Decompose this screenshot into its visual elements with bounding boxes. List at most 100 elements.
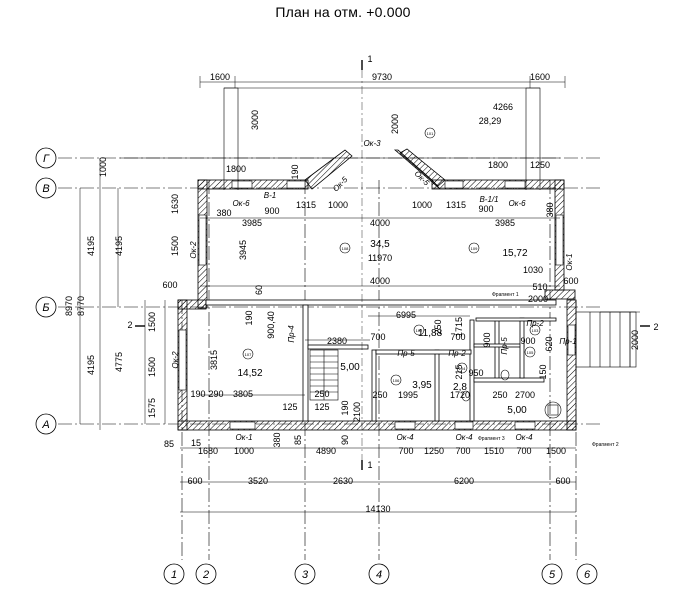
window-ok1-right: Ок-1 bbox=[565, 253, 574, 270]
section-1-top: 1 bbox=[367, 54, 372, 64]
window-ok4-c: Ок-4 bbox=[515, 433, 533, 442]
axis-label-4: 4 bbox=[376, 569, 382, 581]
window-ok2-a: Ок-2 bbox=[189, 241, 198, 259]
dim-700-b: 700 bbox=[450, 332, 465, 342]
dim-600-b: 600 bbox=[555, 476, 570, 486]
dim-3805: 3805 bbox=[233, 389, 253, 399]
axis-marker-1 bbox=[163, 563, 185, 585]
dim-1680: 1680 bbox=[198, 446, 218, 456]
dim-620: 620 bbox=[544, 336, 554, 351]
dim-4195-a: 4195 bbox=[86, 236, 96, 256]
dim-1715: 1715 bbox=[454, 317, 464, 337]
dim-1250-b: 1250 bbox=[424, 446, 444, 456]
dim-700-c: 700 bbox=[398, 446, 413, 456]
dim-4775: 4775 bbox=[114, 352, 124, 372]
dim-4266: 4266 bbox=[493, 102, 513, 112]
staircase bbox=[309, 349, 339, 401]
dim-90: 90 bbox=[340, 435, 350, 445]
dim-28-29: 28,29 bbox=[479, 116, 502, 126]
interior-walls bbox=[205, 299, 557, 422]
door-pr1: Пр-1 bbox=[559, 337, 576, 346]
axis-marker-b bbox=[35, 296, 57, 318]
dim-190-bottom: 190 bbox=[340, 400, 350, 415]
dim-3985-left: 3985 bbox=[242, 218, 262, 228]
dim-700-d: 700 bbox=[455, 446, 470, 456]
dim-9730: 9730 bbox=[372, 72, 392, 82]
dim-900-right: 900 bbox=[478, 204, 493, 214]
dim-2700: 2700 bbox=[515, 390, 535, 400]
dim-250-b: 250 bbox=[314, 389, 329, 399]
door-pr5-a: Пр-5 bbox=[397, 349, 415, 358]
room-area-5-00-b: 5,00 bbox=[507, 405, 527, 416]
room-area-5-00-a: 5,00 bbox=[340, 362, 360, 373]
axis-marker-v bbox=[35, 177, 57, 199]
dim-190-a: 190 bbox=[190, 389, 205, 399]
dim-510: 510 bbox=[532, 282, 547, 292]
dimension-lines bbox=[79, 76, 640, 513]
axis-label-1: 1 bbox=[171, 569, 177, 581]
axis-marker-g bbox=[35, 147, 57, 169]
dim-3985-right: 3985 bbox=[495, 218, 515, 228]
room-105: 105 bbox=[527, 350, 534, 355]
window-ok4-b: Ок-4 bbox=[455, 433, 473, 442]
dim-1250: 1250 bbox=[530, 160, 550, 170]
dim-4195-lower: 4195 bbox=[86, 355, 96, 375]
row-axis-markers bbox=[35, 147, 57, 435]
axis-marker-3 bbox=[294, 563, 316, 585]
dim-2000-top: 2000 bbox=[390, 114, 400, 134]
dim-1500-c: 1500 bbox=[147, 357, 157, 377]
dim-60: 60 bbox=[254, 285, 264, 295]
dim-2630: 2630 bbox=[333, 476, 353, 486]
dim-600-right: 600 bbox=[563, 276, 578, 286]
axis-label-a: А bbox=[41, 419, 49, 431]
dim-6995: 6995 bbox=[396, 310, 416, 320]
dim-1800-left: 1800 bbox=[226, 164, 246, 174]
axis-marker-4 bbox=[368, 563, 390, 585]
dim-380-left: 380 bbox=[216, 208, 231, 218]
window-v1-1: В-1/1 bbox=[479, 195, 498, 204]
axis-marker-5 bbox=[541, 563, 563, 585]
dim-125-a: 125 bbox=[282, 402, 297, 412]
axis-label-2: 2 bbox=[202, 569, 209, 581]
room-area-11-88: 11,88 bbox=[418, 328, 443, 339]
dim-380-b: 380 bbox=[272, 432, 282, 447]
dim-1000-b: 1000 bbox=[234, 446, 254, 456]
fragment-2-note: Фрагмент 2 bbox=[592, 442, 619, 448]
dim-190-left: 190 bbox=[290, 164, 300, 179]
dim-1720: 1720 bbox=[450, 390, 470, 400]
axis-label-v: В bbox=[42, 183, 49, 195]
dim-900-d: 900 bbox=[520, 336, 535, 346]
window-ok4-a: Ок-4 bbox=[396, 433, 414, 442]
room-area-2-8: 2,8 bbox=[453, 382, 467, 393]
axis-label-b: Б bbox=[42, 302, 49, 314]
dim-15: 15 bbox=[191, 438, 201, 448]
dim-1995: 1995 bbox=[398, 390, 418, 400]
dim-1000-v: 1000 bbox=[98, 157, 108, 177]
dim-6200: 6200 bbox=[454, 476, 474, 486]
room-102: 102 bbox=[416, 328, 423, 333]
dim-8770: 8770 bbox=[76, 296, 86, 316]
dim-3945: 3945 bbox=[238, 240, 248, 260]
dim-1315-right: 1315 bbox=[446, 200, 466, 210]
dim-600-a: 600 bbox=[187, 476, 202, 486]
window-ok6-left: Ок-6 bbox=[232, 199, 250, 208]
dim-1000-right: 1000 bbox=[412, 200, 432, 210]
dim-900-left: 900 bbox=[264, 206, 279, 216]
room-109: 109 bbox=[471, 246, 478, 251]
dim-1600-left: 1600 bbox=[210, 72, 230, 82]
room-area-15-72: 15,72 bbox=[502, 248, 527, 259]
dim-85-b: 85 bbox=[293, 435, 303, 445]
dim-1500-b: 1500 bbox=[147, 312, 157, 332]
dim-14130: 14130 bbox=[365, 504, 390, 514]
dim-950: 950 bbox=[468, 368, 483, 378]
dim-1600-right: 1600 bbox=[530, 72, 550, 82]
room-number-markers bbox=[242, 127, 541, 386]
room-area-34-5: 34,5 bbox=[370, 239, 390, 250]
dim-1500-d: 1500 bbox=[546, 446, 566, 456]
dim-1800-right: 1800 bbox=[488, 160, 508, 170]
dim-900-40: 900,40 bbox=[266, 311, 276, 339]
window-ok5-left: Ок-5 bbox=[331, 175, 350, 194]
dim-1510: 1510 bbox=[484, 446, 504, 456]
dim-4000-top: 4000 bbox=[370, 218, 390, 228]
